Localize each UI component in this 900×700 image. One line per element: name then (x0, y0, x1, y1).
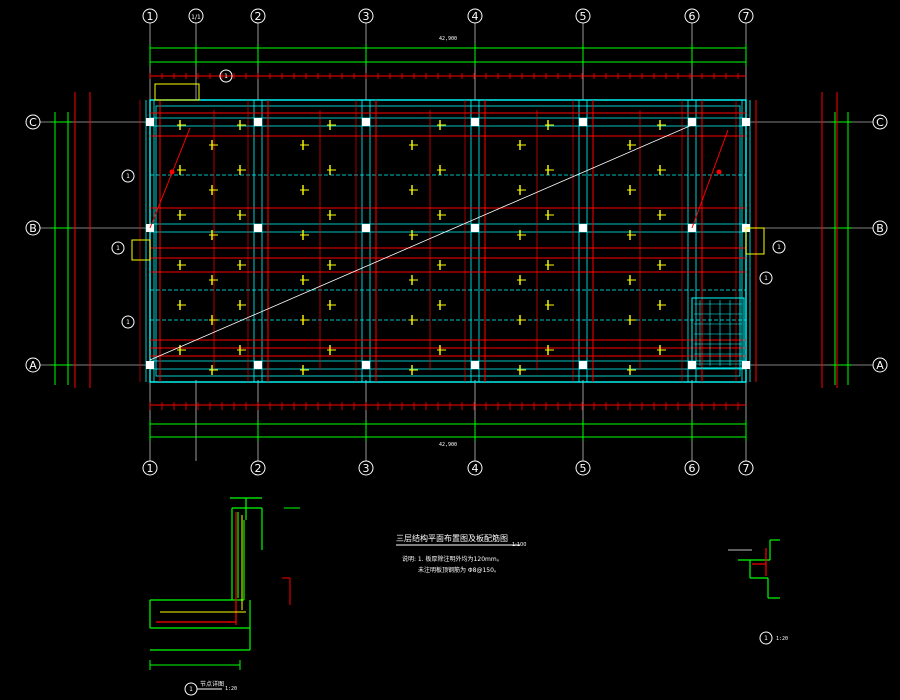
detail-label: 节点详图 (200, 680, 224, 688)
side-bump (745, 227, 765, 255)
axis-label: 3 (363, 10, 370, 23)
axis-bubble-top-6: 6 (684, 8, 700, 24)
section-mark-6: 1 (759, 271, 773, 285)
column (146, 118, 154, 126)
stair-opening (691, 297, 745, 369)
axis-bubble-left-C: C (25, 114, 41, 130)
column (688, 118, 696, 126)
overall-dimension-bottom: 42,900 (439, 442, 457, 448)
axis-bubble-right-B: B (872, 220, 888, 236)
section-mark-5: 1 (772, 240, 786, 254)
axis-bubble-top-2: 2 (250, 8, 266, 24)
drawing-title: 三层结构平面布置图及板配筋图 (396, 533, 508, 543)
axis-label: 2 (255, 10, 262, 23)
section-mark-label: 1 (764, 275, 768, 282)
axis-label: A (876, 359, 884, 372)
column (254, 361, 262, 369)
axis-bubble-top-3: 3 (358, 8, 374, 24)
axis-bubble-right-C: C (872, 114, 888, 130)
axis-bubble-top-1-1: 1/1 (188, 8, 204, 24)
section-mark-label: 1 (777, 244, 781, 251)
overall-dimension-top: 42,900 (439, 36, 457, 42)
axis-bubble-bottom-6: 6 (684, 460, 700, 476)
column (579, 361, 587, 369)
axis-label: 6 (689, 10, 696, 23)
axis-label: 7 (743, 462, 750, 475)
axis-label: 4 (472, 10, 479, 23)
drawing-notes: 三层结构平面布置图及板配筋图 1:100 说明: 1. 板厚除注明外均为120m… (396, 533, 526, 574)
drawing-scale: 1:100 (512, 542, 526, 548)
axis-bubble-top-5: 5 (575, 8, 591, 24)
axis-label: 2 (255, 462, 262, 475)
detail-scale: 1:20 (776, 636, 788, 642)
axis-label: 4 (472, 462, 479, 475)
axis-label: 6 (689, 462, 696, 475)
section-mark-label: 1 (126, 173, 130, 180)
marker-dot (716, 169, 722, 175)
section-mark-label: 1 (116, 245, 120, 252)
axis-label: 5 (580, 10, 587, 23)
axis-label: 5 (580, 462, 587, 475)
note-line-1: 说明: 1. 板厚除注明外均为120mm。 (402, 555, 503, 563)
diagonal-line (149, 124, 693, 361)
diagonal-line (149, 127, 191, 229)
axis-bubble-bottom-3: 3 (358, 460, 374, 476)
axis-label: C (876, 116, 884, 129)
axis-label: 3 (363, 462, 370, 475)
column (362, 361, 370, 369)
column (471, 224, 479, 232)
axis-label: B (876, 222, 884, 235)
axis-label: 1/1 (191, 14, 201, 21)
column (362, 118, 370, 126)
drawing-layer (40, 23, 873, 670)
column (254, 224, 262, 232)
axis-label: 1 (147, 10, 154, 23)
column (579, 224, 587, 232)
axis-label: A (29, 359, 37, 372)
axis-bubble-left-A: A (25, 357, 41, 373)
column (579, 118, 587, 126)
detail-mark-left: 1 节点详图 1:20 (184, 680, 237, 696)
axis-bubble-bottom-5: 5 (575, 460, 591, 476)
section-mark-4: 1 (121, 315, 135, 329)
detail-mark-right: 1 1:20 (759, 631, 788, 645)
axis-bubble-right-A: A (872, 357, 888, 373)
axis-bubble-bottom-1: 1 (142, 460, 158, 476)
section-mark-1: 1 (219, 69, 233, 83)
detail-scale: 1:20 (225, 686, 237, 692)
axis-bubble-top-1: 1 (142, 8, 158, 24)
column (742, 361, 750, 369)
detail-mark-number: 1 (189, 686, 193, 693)
axis-label: B (29, 222, 37, 235)
detail-mark-number: 1 (764, 635, 768, 642)
diagonal-line (691, 129, 729, 229)
column (254, 118, 262, 126)
section-mark-label: 1 (126, 319, 130, 326)
axis-label: 7 (743, 10, 750, 23)
axis-label: C (29, 116, 37, 129)
column (742, 118, 750, 126)
section-mark-label: 1 (224, 73, 228, 80)
axis-bubble-bottom-2: 2 (250, 460, 266, 476)
top-bump (154, 83, 200, 101)
column (471, 118, 479, 126)
side-bump (131, 239, 151, 261)
column (146, 361, 154, 369)
column (688, 361, 696, 369)
section-mark-3: 1 (111, 241, 125, 255)
axis-label: 1 (147, 462, 154, 475)
axis-bubble-top-7: 7 (738, 8, 754, 24)
section-mark-2: 1 (121, 169, 135, 183)
note-line-2: 未注明板顶钢筋为 Φ8@150。 (418, 566, 500, 574)
slab-outline-inner (155, 105, 741, 377)
column (362, 224, 370, 232)
marker-dot (169, 169, 175, 175)
axis-bubble-bottom-7: 7 (738, 460, 754, 476)
column (471, 361, 479, 369)
axis-bubble-left-B: B (25, 220, 41, 236)
axis-bubble-bottom-4: 4 (467, 460, 483, 476)
axis-bubble-top-4: 4 (467, 8, 483, 24)
